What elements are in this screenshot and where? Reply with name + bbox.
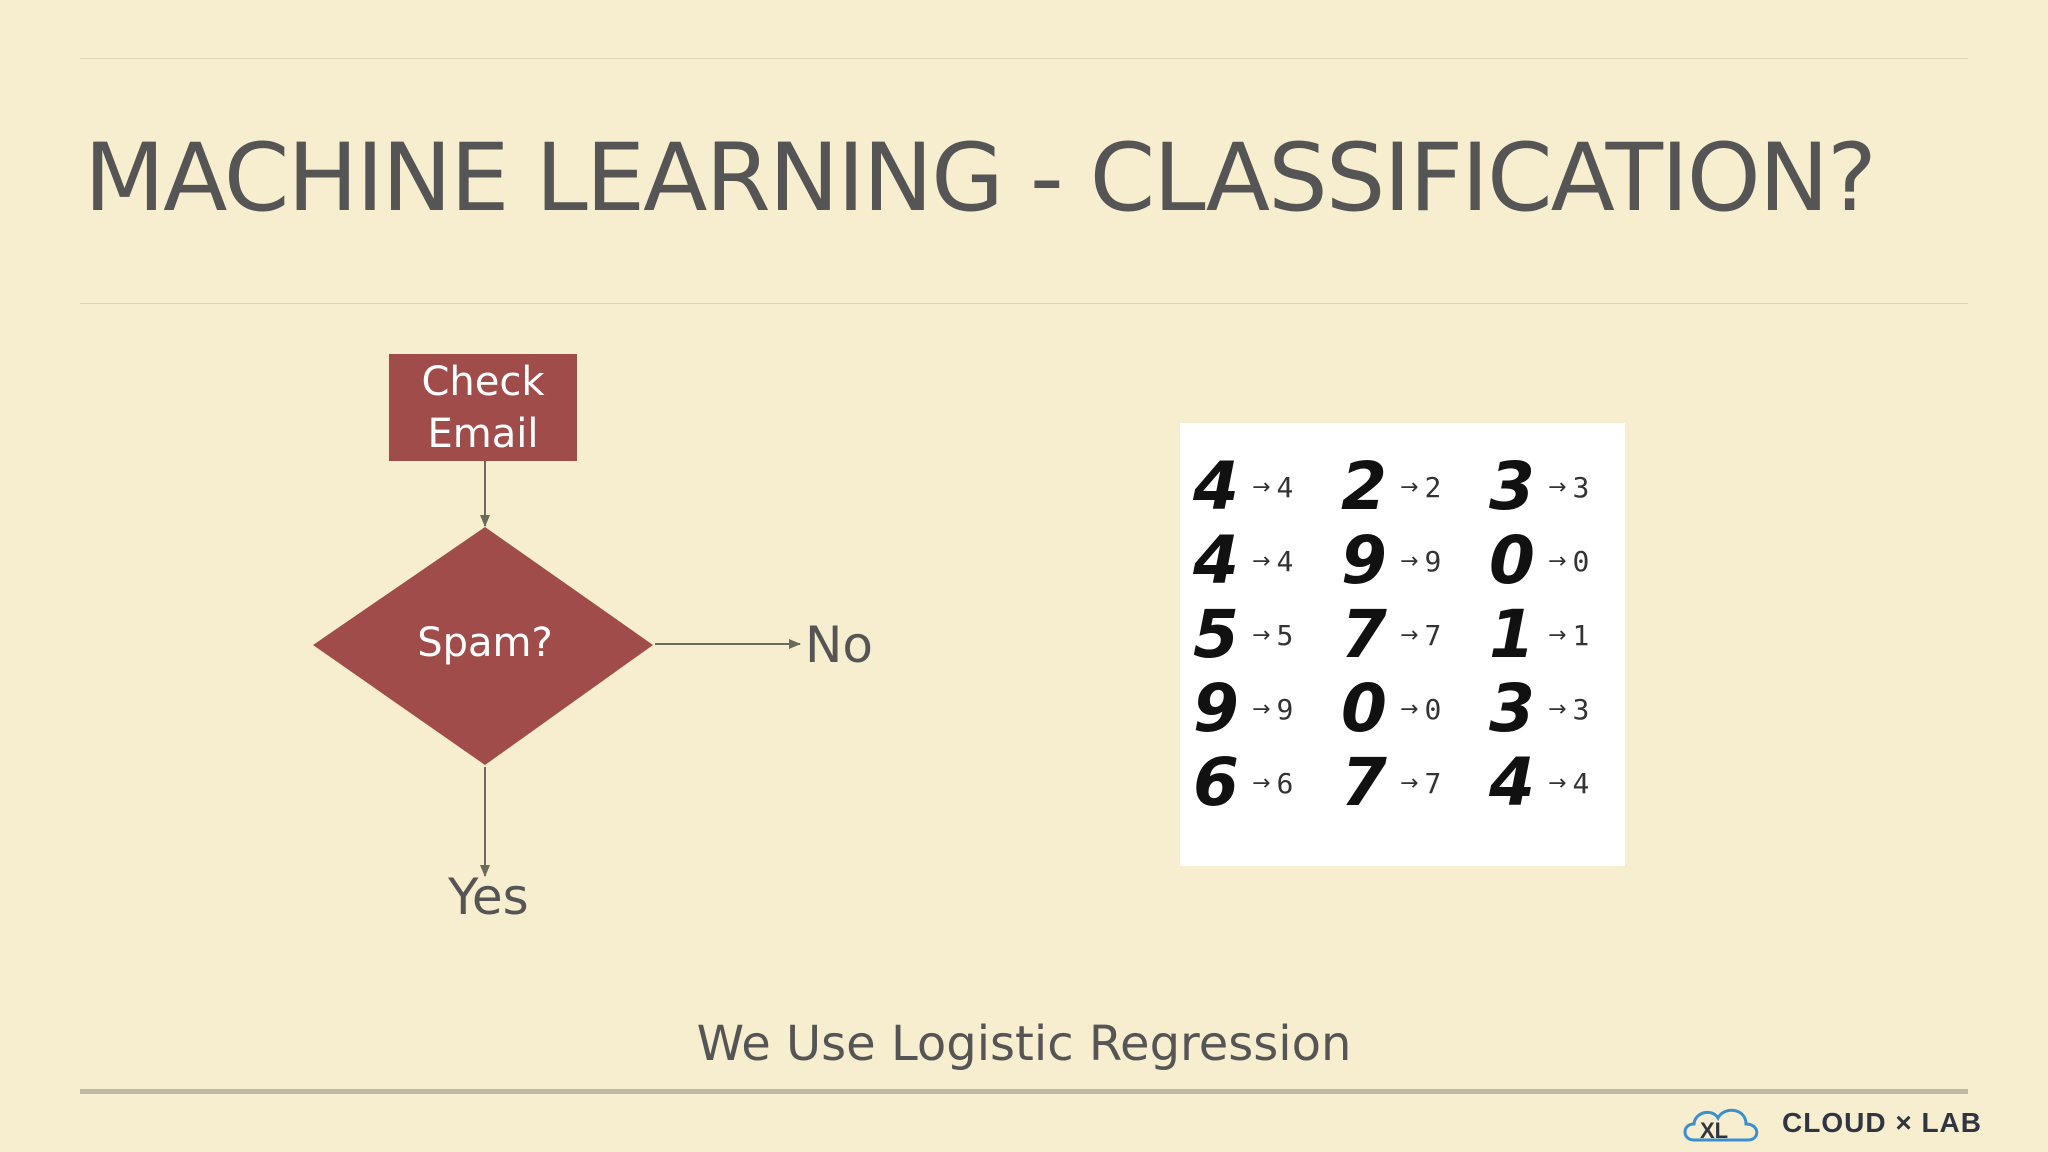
predicted-digit: 7 [1424, 766, 1442, 800]
handwritten-digit: 9 [1193, 670, 1239, 747]
arrow-icon: → [1252, 770, 1271, 796]
arrow-icon: → [1400, 474, 1419, 500]
predicted-digit: 3 [1572, 692, 1590, 726]
arrow-icon: → [1400, 696, 1419, 722]
arrow-icon: → [1548, 548, 1567, 574]
predicted-digit: 4 [1572, 766, 1590, 800]
predicted-digit: 2 [1424, 470, 1442, 504]
arrow-icon: → [1548, 696, 1567, 722]
top-divider [80, 58, 1968, 59]
digit-cell: 5→5 [1184, 598, 1332, 672]
handwritten-digit: 0 [1341, 670, 1387, 747]
bottom-divider [80, 1089, 1968, 1094]
arrow-icon: → [1548, 770, 1567, 796]
digit-cell: 2→2 [1332, 450, 1480, 524]
yes-label: Yes [448, 868, 529, 926]
predicted-digit: 0 [1424, 692, 1442, 726]
digit-cell: 3→3 [1480, 672, 1628, 746]
arrow-icon: → [1252, 696, 1271, 722]
digit-cell: 7→7 [1332, 746, 1480, 820]
handwritten-digit: 7 [1341, 596, 1387, 673]
arrow-icon: → [1252, 622, 1271, 648]
arrow-icon: → [1400, 548, 1419, 574]
handwritten-digit: 5 [1193, 596, 1239, 673]
arrow-icon: → [1252, 548, 1271, 574]
predicted-digit: 6 [1276, 766, 1294, 800]
arrow-icon: → [1548, 622, 1567, 648]
slide-caption: We Use Logistic Regression [696, 1016, 1352, 1072]
handwritten-digit: 4 [1489, 744, 1535, 821]
handwritten-digit: 2 [1341, 448, 1387, 525]
digit-cell: 9→9 [1332, 524, 1480, 598]
decision-diamond [313, 527, 653, 765]
digit-cell: 1→1 [1480, 598, 1628, 672]
arrow-icon: → [1400, 622, 1419, 648]
digit-cell: 3→3 [1480, 450, 1628, 524]
decision-label: Spam? [417, 620, 553, 666]
digit-cell: 6→6 [1184, 746, 1332, 820]
arrow-icon: → [1548, 474, 1567, 500]
digit-cell: 4→4 [1184, 450, 1332, 524]
predicted-digit: 4 [1276, 544, 1294, 578]
predicted-digit: 4 [1276, 470, 1294, 504]
predicted-digit: 1 [1572, 618, 1590, 652]
title-divider [80, 303, 1968, 304]
handwritten-digit: 6 [1193, 744, 1239, 821]
predicted-digit: 3 [1572, 470, 1590, 504]
digit-cell: 0→0 [1332, 672, 1480, 746]
predicted-digit: 9 [1424, 544, 1442, 578]
predicted-digit: 5 [1276, 618, 1294, 652]
handwritten-digit: 3 [1489, 670, 1535, 747]
handwritten-digit: 4 [1193, 522, 1239, 599]
svg-text:XL: XL [1700, 1118, 1728, 1143]
digit-cell: 4→4 [1480, 746, 1628, 820]
check-email-line1: Check [421, 358, 545, 405]
arrow-icon: → [1400, 770, 1419, 796]
cloudxlab-logo: XL CLOUD × LAB [1680, 1098, 1981, 1148]
digit-cell: 4→4 [1184, 524, 1332, 598]
handwritten-digit: 0 [1489, 522, 1535, 599]
digit-cell: 7→7 [1332, 598, 1480, 672]
handwritten-digit: 4 [1193, 448, 1239, 525]
no-label: No [805, 616, 873, 674]
handwritten-digit: 9 [1341, 522, 1387, 599]
predicted-digit: 9 [1276, 692, 1294, 726]
logo-text: CLOUD × LAB [1782, 1107, 1982, 1138]
digit-cell: 0→0 [1480, 524, 1628, 598]
check-email-box: Check Email [389, 354, 577, 461]
handwritten-digit: 7 [1341, 744, 1387, 821]
handwritten-digit: 3 [1489, 448, 1535, 525]
handwritten-digit: 1 [1489, 596, 1535, 673]
predicted-digit: 0 [1572, 544, 1590, 578]
arrow-icon: → [1252, 474, 1271, 500]
predicted-digit: 7 [1424, 618, 1442, 652]
slide-title: MACHINE LEARNING - CLASSIFICATION? [84, 124, 1877, 233]
check-email-line2: Email [427, 410, 539, 457]
digit-cell: 9→9 [1184, 672, 1332, 746]
cloud-icon: XL [1683, 1108, 1759, 1143]
